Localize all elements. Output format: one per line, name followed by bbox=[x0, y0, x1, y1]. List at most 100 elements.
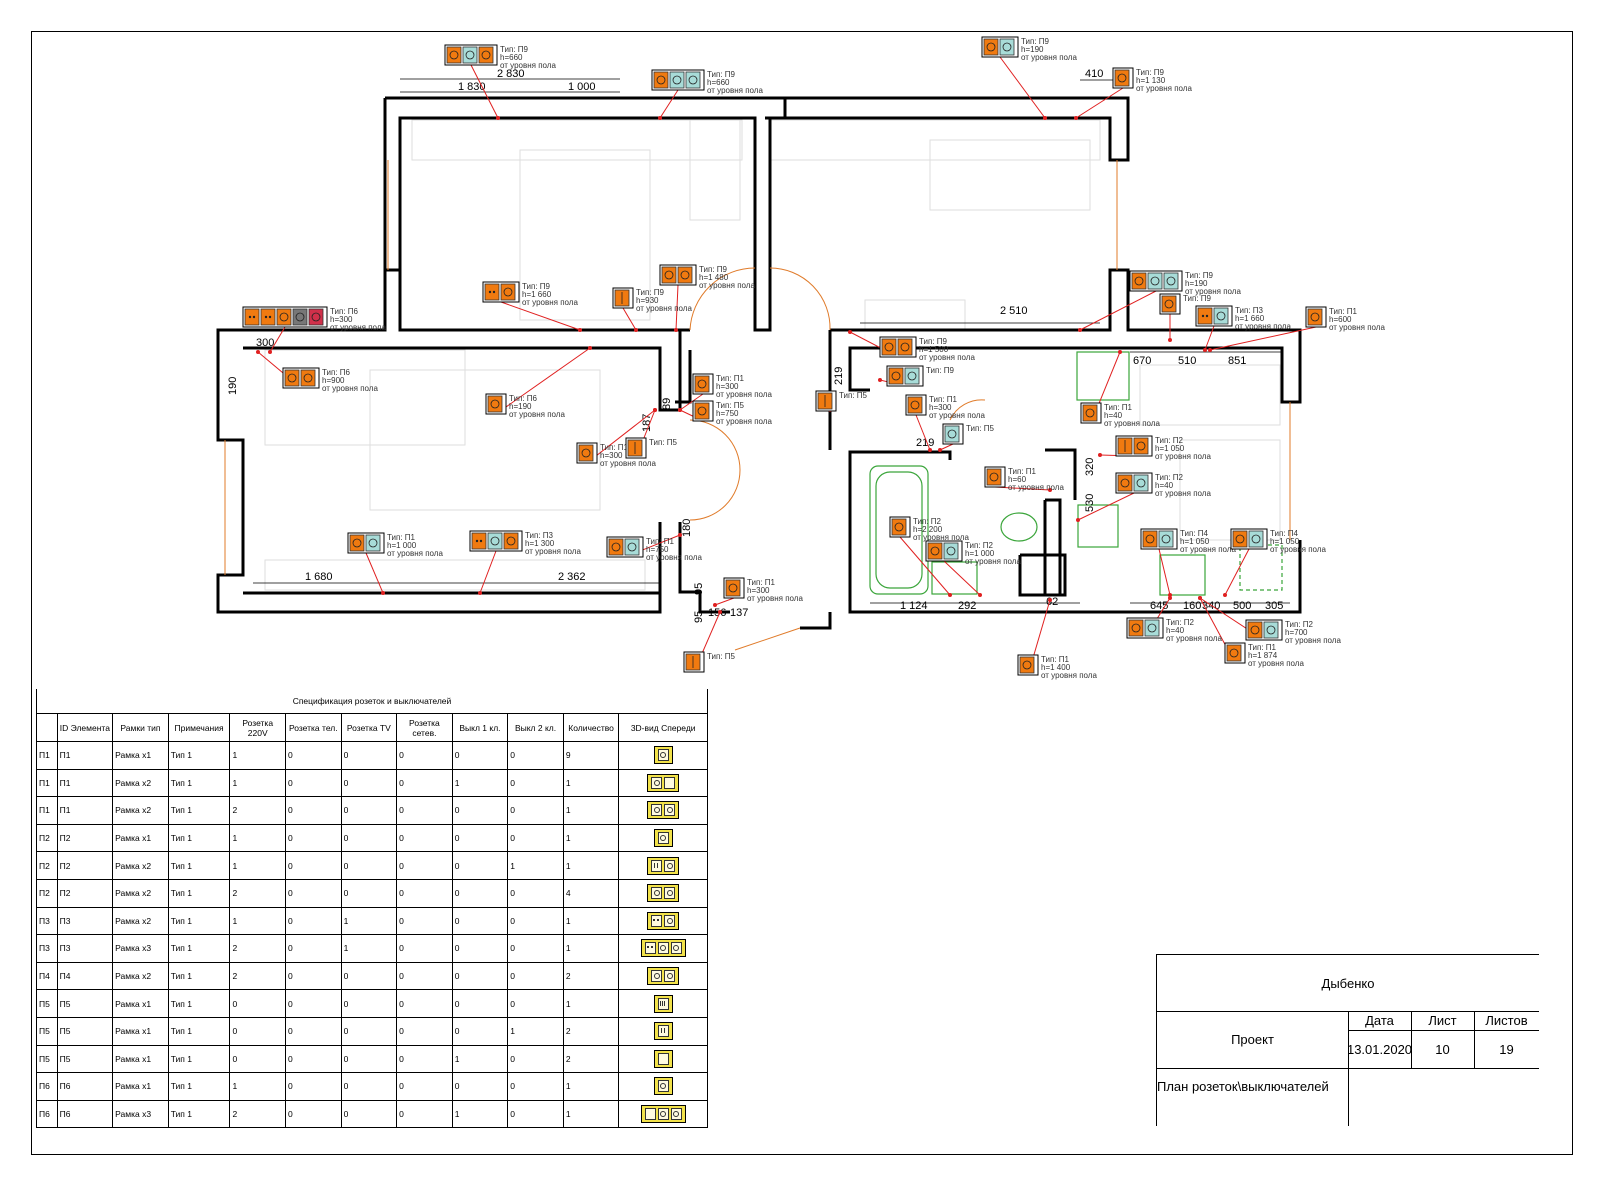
leader-line bbox=[500, 301, 581, 331]
tv-pin-icon bbox=[252, 315, 256, 319]
tag-text: Тип: П9 bbox=[1183, 294, 1212, 303]
socket-icon bbox=[462, 46, 478, 64]
tag-text: Тип: П6 bbox=[330, 307, 359, 316]
socket-outlet-icon bbox=[986, 42, 996, 52]
tag-text: h=1 400 bbox=[1041, 663, 1071, 672]
socket-outlet-icon bbox=[368, 538, 378, 548]
leader-line bbox=[939, 443, 954, 451]
socket-icon bbox=[1142, 530, 1158, 548]
socket-icon bbox=[725, 579, 741, 597]
frame-icon bbox=[647, 801, 680, 820]
dim-160: 160 bbox=[1183, 600, 1201, 612]
device-tag: Тип: П5 bbox=[625, 437, 678, 459]
spec-cell: Тип 1 bbox=[167, 1016, 231, 1046]
tv-socket-icon bbox=[471, 532, 487, 550]
spec-cell: Рамка х2 bbox=[112, 961, 169, 991]
tag-text: от уровня пола bbox=[919, 353, 975, 362]
spec-cell: 0 bbox=[451, 796, 509, 825]
socket-icon bbox=[487, 395, 503, 413]
tv-socket-icon bbox=[651, 914, 663, 927]
spec-cell: 0 bbox=[340, 851, 398, 880]
tag-text: Тип: П2 bbox=[1155, 473, 1184, 482]
tag-text: Тип: П5 bbox=[966, 424, 995, 433]
outlet-point bbox=[268, 350, 272, 354]
tag-text: h=900 bbox=[322, 376, 345, 385]
spec-cell: 0 bbox=[285, 1044, 342, 1074]
dim-300: 300 bbox=[256, 337, 274, 349]
socket-outlet-icon bbox=[1002, 42, 1012, 52]
socket-icon bbox=[578, 444, 594, 462]
leader-line bbox=[1209, 326, 1317, 351]
spec-header-cell: 3D-вид Спереди bbox=[618, 713, 708, 742]
tag-text: Тип: П1 bbox=[600, 443, 629, 452]
spec-header-cell: Примечания bbox=[167, 713, 231, 742]
spec-cell: 1 bbox=[229, 823, 286, 853]
tv-pin-icon bbox=[1201, 314, 1205, 318]
tag-text: от уровня пола bbox=[1248, 659, 1304, 668]
socket-icon bbox=[944, 425, 960, 443]
dim-219a: 219 bbox=[833, 367, 845, 385]
spec-cell: Рамка х1 bbox=[112, 1044, 169, 1074]
socket-outlet-icon bbox=[481, 50, 491, 60]
socket-outlet-icon bbox=[503, 287, 513, 297]
tag-text: Тип: П1 bbox=[747, 578, 776, 587]
leader-line bbox=[470, 64, 499, 119]
spec-cell: П3 bbox=[36, 934, 58, 963]
spec-cell: 1 bbox=[229, 906, 286, 936]
frame-3d-preview bbox=[618, 961, 708, 991]
frame-3d-preview bbox=[618, 768, 708, 798]
tag-text: Тип: П6 bbox=[322, 368, 351, 377]
leader-line bbox=[915, 414, 931, 451]
outlet-point bbox=[713, 603, 717, 607]
spec-cell: 0 bbox=[396, 768, 453, 798]
spec-cell: 0 bbox=[507, 1044, 564, 1074]
spec-cell: 0 bbox=[507, 934, 564, 963]
dim-156: 156 bbox=[708, 607, 726, 619]
leader-line bbox=[714, 597, 735, 606]
socket-icon bbox=[657, 1108, 669, 1121]
title-block: Дыбенко Проект Дата Лист Листов 13.01.20… bbox=[1156, 954, 1539, 1126]
dim-292: 292 bbox=[958, 600, 976, 612]
spec-cell: Тип 1 bbox=[167, 1099, 231, 1129]
spec-cell: 0 bbox=[396, 878, 453, 908]
spec-cell: Рамка х2 bbox=[112, 878, 169, 908]
spec-cell: 0 bbox=[396, 1099, 453, 1129]
frame-3d-preview bbox=[618, 1072, 708, 1101]
socket-icon bbox=[1082, 404, 1098, 422]
frame-icon bbox=[653, 994, 673, 1013]
spec-cell: Рамка х2 bbox=[112, 796, 169, 825]
spec-cell: 9 bbox=[562, 741, 620, 770]
socket-icon bbox=[608, 538, 624, 556]
spec-cell: Рамка х2 bbox=[112, 768, 169, 798]
socket-outlet-icon bbox=[311, 312, 321, 322]
spec-cell: 0 bbox=[340, 961, 398, 991]
frame-3d-preview bbox=[618, 1099, 708, 1129]
spec-cell: 0 bbox=[229, 989, 286, 1018]
spec-cell: Рамка х2 bbox=[112, 851, 169, 880]
spec-cell: П5 bbox=[36, 1016, 58, 1046]
tag-text: Тип: П2 bbox=[1155, 436, 1184, 445]
dim-137: 137 bbox=[730, 607, 748, 619]
socket-icon bbox=[292, 308, 308, 326]
title-block-sheet-name: План розеток\выключателей bbox=[1157, 1078, 1329, 1094]
spec-cell: 1 bbox=[562, 823, 620, 853]
spec-cell: 0 bbox=[285, 768, 342, 798]
spec-cell: 0 bbox=[451, 741, 509, 770]
tv-pin-icon bbox=[488, 290, 492, 294]
socket-outlet-icon bbox=[1266, 625, 1276, 635]
socket-icon bbox=[1158, 530, 1174, 548]
outlet-point bbox=[634, 328, 638, 332]
socket-outlet-icon bbox=[352, 538, 362, 548]
spec-cell: 0 bbox=[451, 878, 509, 908]
spec-cell: 1 bbox=[562, 989, 620, 1018]
socket-outlet-icon bbox=[946, 546, 956, 556]
socket-icon bbox=[1226, 644, 1242, 662]
socket-icon bbox=[651, 887, 663, 900]
tv-pin-icon bbox=[1205, 314, 1209, 318]
outlet-point bbox=[588, 346, 592, 350]
spec-cell: П1 bbox=[36, 768, 58, 798]
